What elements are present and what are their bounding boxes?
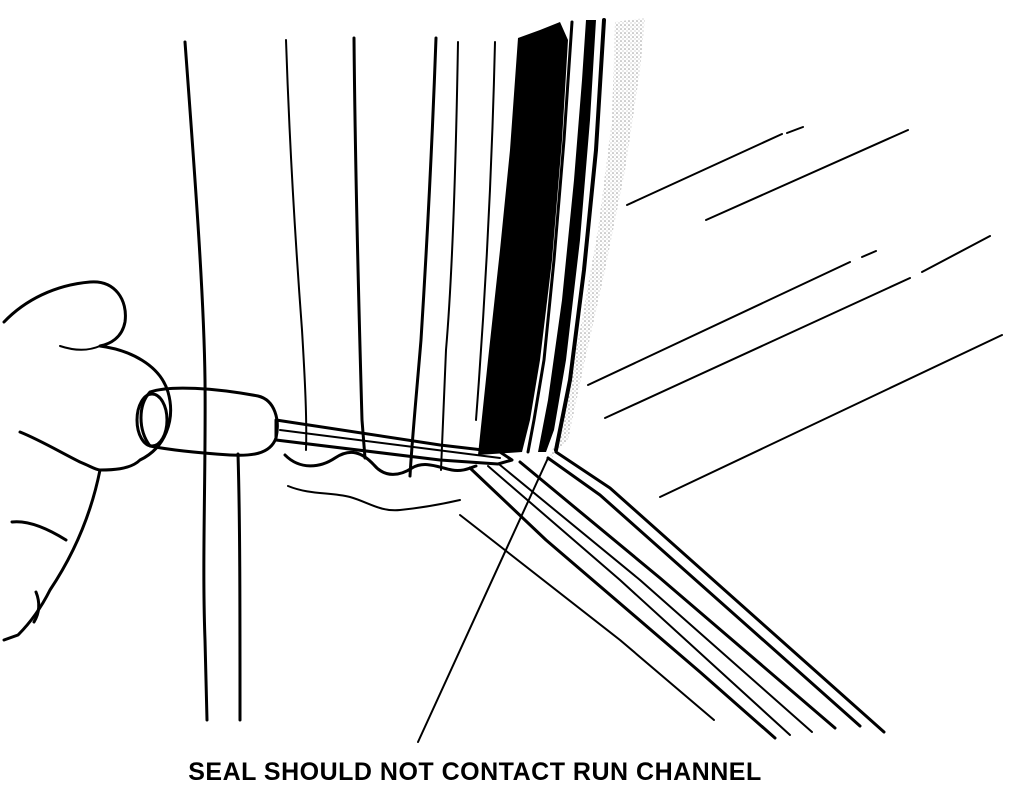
lower-run-channel-lines (459, 450, 886, 740)
screwdriver-illustration (135, 386, 514, 722)
caption-label: SEAL SHOULD NOT CONTACT RUN CHANNEL (188, 758, 762, 786)
run-channel-dark-band (478, 22, 568, 455)
glass-edge-shading (548, 18, 645, 462)
glass-reflection-lines (587, 126, 1003, 498)
door-pillar-lines (183, 36, 496, 722)
leader-line (417, 457, 549, 743)
hand-illustration (2, 280, 173, 642)
run-channel-strips (526, 18, 606, 454)
seal-wavy-edge (283, 450, 478, 476)
